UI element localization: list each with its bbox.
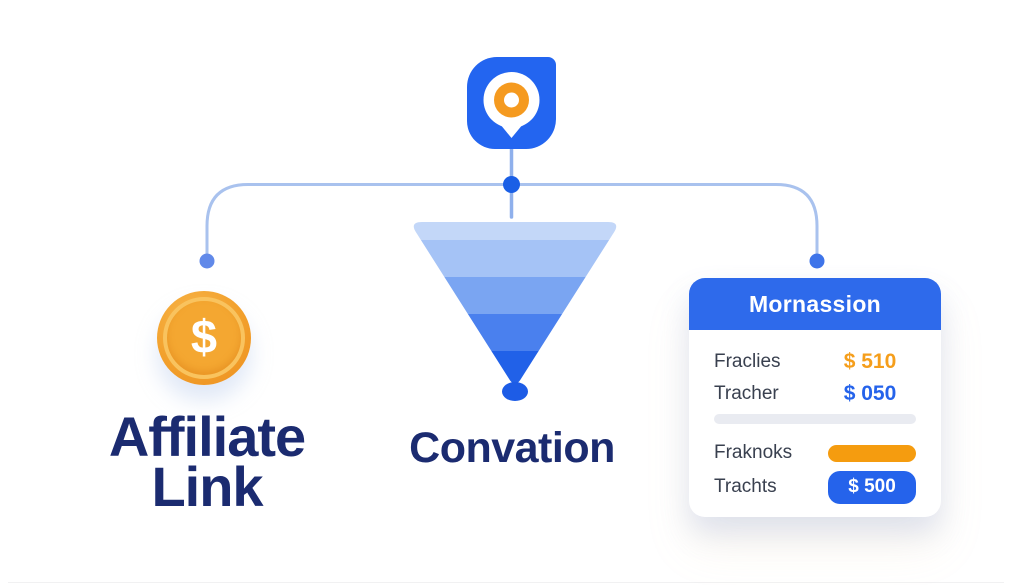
stat-label: Fraknoks bbox=[714, 442, 793, 463]
funnel-band-4 bbox=[413, 314, 617, 351]
card-title: Mornassion bbox=[689, 278, 941, 330]
action-row-fraknoks: Fraknoks bbox=[714, 436, 916, 470]
coin-inner-ring: $ bbox=[163, 297, 245, 379]
funnel-band-3 bbox=[413, 277, 617, 314]
progress-track bbox=[714, 414, 916, 424]
conversion-funnel-icon bbox=[413, 222, 617, 401]
stat-label: Trachts bbox=[714, 476, 777, 497]
affiliate-link-label: Affiliate Link bbox=[57, 405, 357, 519]
center-junction-dot bbox=[503, 176, 520, 193]
stat-row-tracher: Tracher $ 050 bbox=[714, 378, 916, 410]
location-pin-glyph bbox=[483, 72, 540, 138]
affiliate-label-line2: Link bbox=[151, 455, 263, 519]
stats-card: Mornassion Fraclies $ 510 Tracher $ 050 … bbox=[689, 278, 941, 517]
action-row-trachts: Trachts $ 500 bbox=[714, 470, 916, 504]
amount-button: $ 500 bbox=[828, 470, 916, 504]
orange-pill bbox=[828, 444, 916, 462]
stat-row-fraclies: Fraclies $ 510 bbox=[714, 346, 916, 378]
funnel-band-2 bbox=[413, 240, 617, 277]
affiliate-label-line1: Affiliate bbox=[108, 405, 306, 468]
location-pin-logo-icon bbox=[467, 57, 556, 149]
left-branch-dot bbox=[199, 253, 215, 269]
stat-value: $ 510 bbox=[843, 350, 897, 373]
card-body: Fraclies $ 510 Tracher $ 050 Fraknoks Tr… bbox=[689, 330, 941, 504]
dollar-coin-icon: $ bbox=[157, 291, 251, 385]
funnel-band-1 bbox=[413, 222, 617, 240]
funnel-tip-dot bbox=[502, 382, 528, 401]
bottom-hairline bbox=[8, 582, 1004, 583]
right-branch-dot bbox=[809, 253, 825, 269]
dollar-symbol: $ bbox=[190, 309, 218, 363]
stat-label: Fraclies bbox=[714, 351, 781, 372]
stat-label: Tracher bbox=[714, 383, 779, 404]
stat-value: $ 050 bbox=[843, 382, 897, 405]
funnel-label: Convation bbox=[409, 424, 615, 472]
